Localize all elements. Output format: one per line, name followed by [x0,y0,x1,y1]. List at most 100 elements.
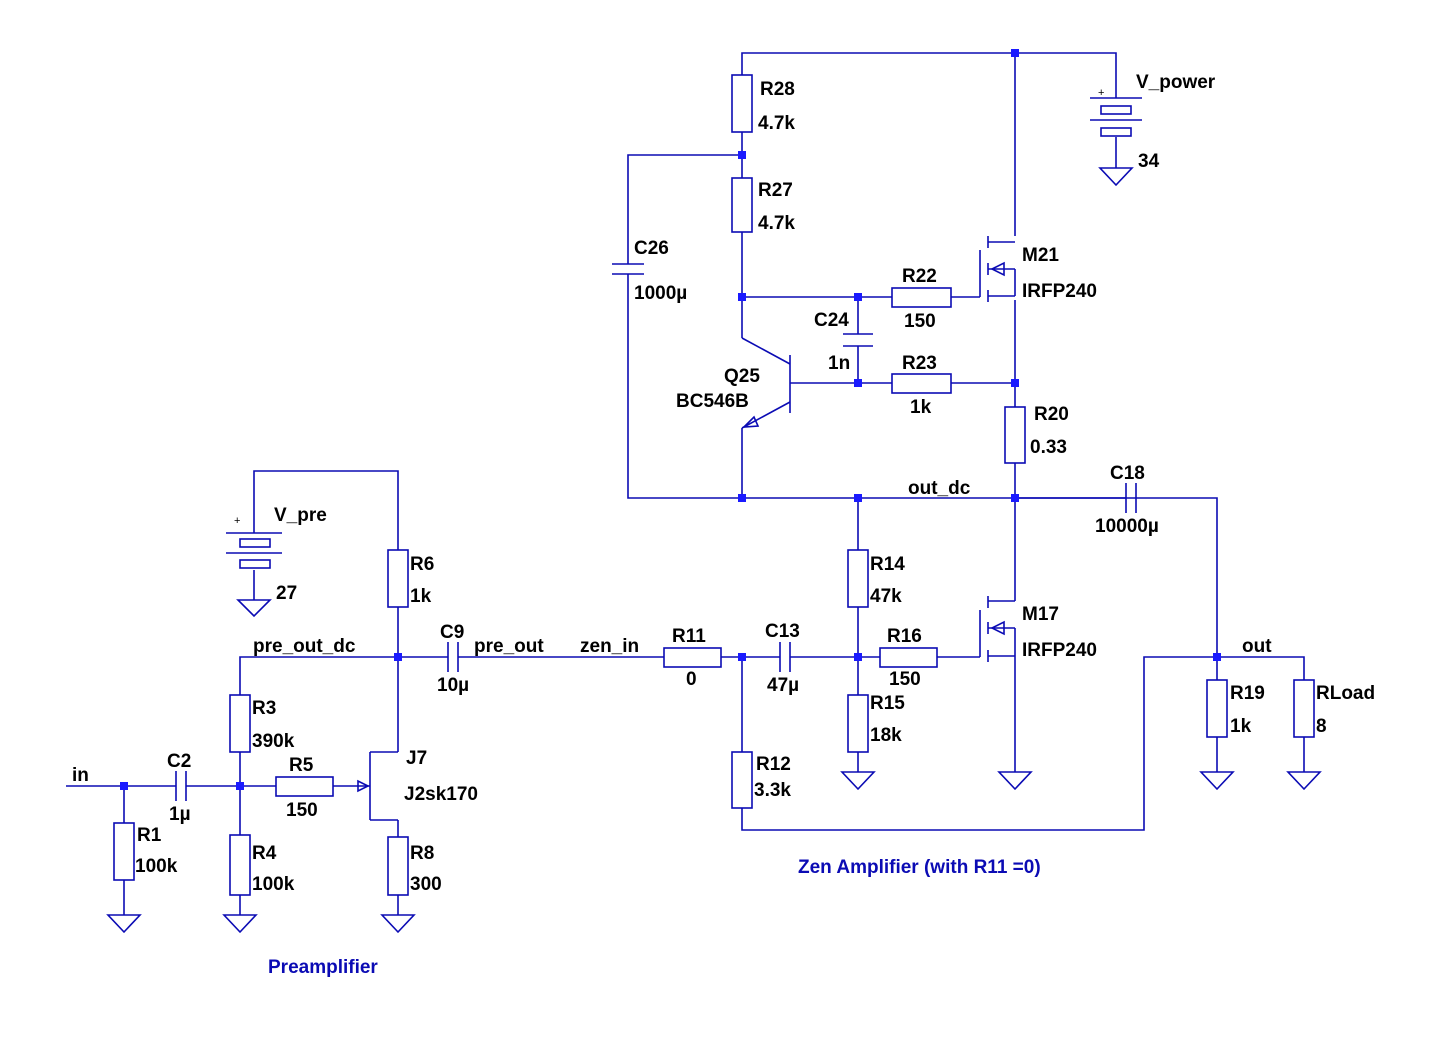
label-C13-name: C13 [765,621,800,642]
label-M17-value: IRFP240 [1022,640,1097,661]
ground-icon [222,914,258,934]
label-R8-value: 300 [410,874,442,895]
label-R11-name: R11 [672,626,706,647]
label-R6-value: 1k [410,586,432,607]
label-J7-value: J2sk170 [404,784,478,805]
capacitor-C24 [843,333,873,347]
wires [66,52,1305,915]
label-C13-value: 47µ [767,675,799,696]
label-R5-name: R5 [289,755,314,776]
resistor-R28 [731,74,753,133]
label-R4-value: 100k [252,874,295,895]
label-R22-name: R22 [902,266,937,287]
label-V_power-name: V_power [1136,72,1216,93]
label-Q25-value: BC546B [676,391,749,412]
ground-icon [380,914,416,934]
label-R27-name: R27 [758,180,793,201]
label-M21-value: IRFP240 [1022,281,1097,302]
resistor-R22 [891,287,952,308]
label-R19-name: R19 [1230,683,1265,704]
label-J7-name: J7 [406,748,427,769]
label-R28-value: 4.7k [758,113,795,134]
mosfet-M17 [979,595,1016,667]
label-R3-value: 390k [252,731,295,752]
battery-V_power: + [1090,87,1142,137]
resistor-R20 [1004,406,1026,464]
net-label-pre-out-dc: pre_out_dc [253,636,356,657]
ground-icon [1098,167,1134,187]
label-C26-name: C26 [634,238,669,259]
label-V_power-value: 34 [1138,151,1160,172]
resistor-R16 [879,647,938,668]
label-R8-name: R8 [410,843,434,864]
label-C18-name: C18 [1110,463,1145,484]
net-label-out-dc: out_dc [908,478,971,499]
capacitor-C2 [175,771,187,801]
label-R19-value: 1k [1230,716,1252,737]
label-C24-value: 1n [828,353,850,374]
resistor-R12 [731,751,753,809]
battery-V_pre: + [226,515,282,569]
label-R27-value: 4.7k [758,213,795,234]
polarity-plus: + [234,515,240,527]
resistor-R23 [891,373,952,394]
label-M21-name: M21 [1022,245,1059,266]
resistor-R3 [229,694,251,753]
label-Q25-name: Q25 [724,366,760,387]
net-label-pre-out: pre_out [474,636,544,657]
label-C24-name: C24 [814,310,849,331]
label-R22-value: 150 [904,311,936,332]
label-R12-value: 3.3k [754,780,791,801]
label-C9-value: 10µ [437,675,469,696]
resistor-R27 [731,177,753,233]
label-RLoad-value: 8 [1316,716,1327,737]
label-V_pre-name: V_pre [274,505,327,526]
resistor-R11 [663,647,722,668]
label-R12-name: R12 [756,754,791,775]
preamplifier-note: Preamplifier [268,957,378,978]
ground-icon [236,599,272,618]
label-RLoad-name: RLoad [1316,683,1375,704]
net-labels: in pre_out_dc pre_out zen_in out_dc out [72,478,1272,786]
net-label-zen-in: zen_in [580,636,639,657]
ground-icon [997,771,1033,791]
label-R11-value: 0 [686,669,697,690]
ground-icon [1286,771,1322,791]
label-R1-name: R1 [137,825,162,846]
zen-amplifier-note: Zen Amplifier (with R11 =0) [798,857,1041,878]
resistor-R8 [387,836,409,896]
label-R20-name: R20 [1034,404,1069,425]
resistor-RLoad [1293,679,1315,738]
label-C18-value: 10000µ [1095,516,1159,537]
ground-icon [840,771,876,791]
label-R3-name: R3 [252,698,276,719]
label-M17-name: M17 [1022,604,1059,625]
net-label-out: out [1242,636,1272,657]
label-R23-value: 1k [910,397,932,418]
label-R20-value: 0.33 [1030,437,1067,458]
label-R1-value: 100k [135,856,178,877]
resistor-R14 [847,549,869,608]
resistor-R6 [387,549,409,608]
resistor-R4 [229,834,251,896]
label-R16-value: 150 [889,669,921,690]
polarity-plus: + [1098,87,1104,99]
label-C2-value: 1µ [169,804,191,825]
label-R5-value: 150 [286,800,318,821]
label-R14-name: R14 [870,554,905,575]
resistor-R5 [275,776,334,797]
capacitor-C26 [612,263,644,275]
label-R6-name: R6 [410,554,434,575]
capacitor-C13 [779,642,791,672]
net-label-in: in [72,765,89,786]
ground-icon [1199,771,1235,791]
label-V_pre-value: 27 [276,583,297,604]
label-R16-name: R16 [887,626,922,647]
label-R23-name: R23 [902,353,937,374]
annotations: Zen Amplifier (with R11 =0) Preamplifier [268,857,1041,978]
label-C9-name: C9 [440,622,464,643]
label-R15-value: 18k [870,725,902,746]
resistor-R1 [113,822,135,881]
label-R28-name: R28 [760,79,795,100]
